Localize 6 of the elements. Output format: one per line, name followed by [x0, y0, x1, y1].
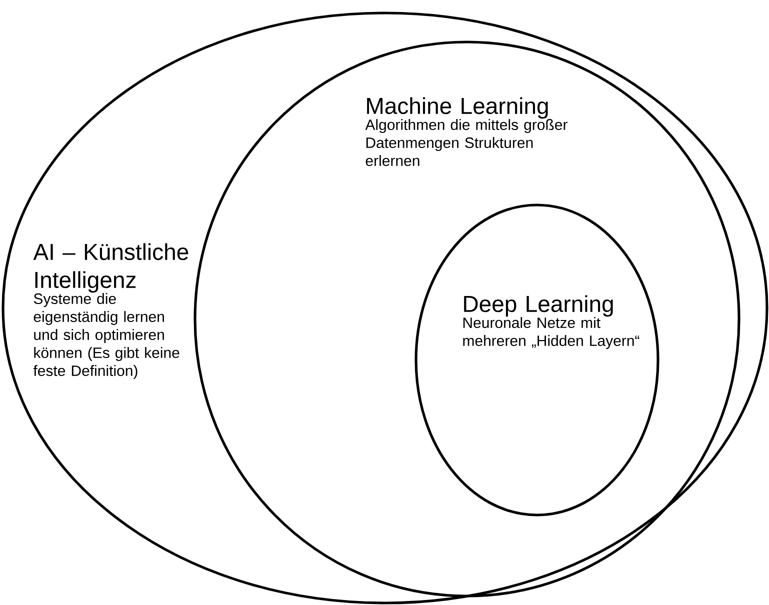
description: Algorithmen die mittels großer Datenmengen Strukturen erlernen	[365, 119, 568, 166]
heading: AI – Künstliche Intelligenz	[33, 243, 188, 293]
heading: Deep Learning	[464, 295, 613, 317]
heading: Machine Learning	[367, 97, 548, 119]
description: Neuronale Netze mit mehreren „Hidden Layern“	[463, 317, 640, 349]
description: Systeme die eigenständig lernen und sich optimieren können (Es gibt keine feste Definition)	[33, 293, 180, 379]
